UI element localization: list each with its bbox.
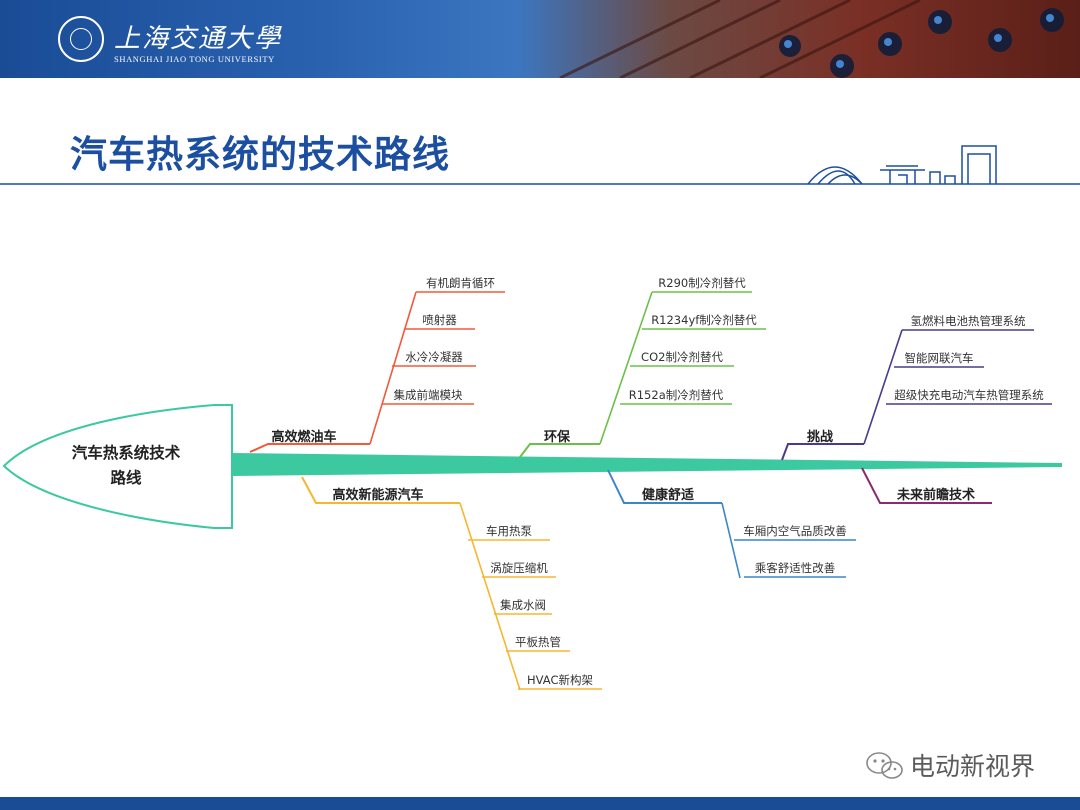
branch-connector <box>781 443 864 461</box>
branch-bone <box>459 502 521 691</box>
branch-bone <box>599 291 653 445</box>
university-seal-icon <box>58 16 104 62</box>
head-label-line2: 路线 <box>110 468 142 487</box>
watermark-text: 电动新视界 <box>910 752 1036 781</box>
branch-item: 乘客舒适性改善 <box>755 561 836 575</box>
branch-label: 未来前瞻技术 <box>896 487 975 503</box>
university-name-cn: 上海交通大學 <box>114 24 283 54</box>
branch-bone <box>863 329 903 445</box>
branch-label: 环保 <box>544 429 571 445</box>
branch-item: 喷射器 <box>422 313 457 327</box>
seal-inner-ring <box>70 28 92 50</box>
branch-label: 挑战 <box>807 429 833 445</box>
university-name-en: SHANGHAI JIAO TONG UNIVERSITY <box>114 54 275 64</box>
branch-item: 集成水阀 <box>500 598 546 612</box>
branch-connector <box>519 443 600 458</box>
footer-bar <box>0 797 1080 810</box>
branch-item: HVAC新构架 <box>527 673 593 687</box>
branch-item: CO2制冷剂替代 <box>641 350 723 364</box>
branch-connector <box>607 469 722 504</box>
branch-item: 涡旋压缩机 <box>490 561 548 575</box>
branch-item: 集成前端模块 <box>394 388 463 402</box>
branch-6: 未来前瞻技术 <box>861 467 992 504</box>
branch-item: R152a制冷剂替代 <box>629 388 724 402</box>
branch-item: 超级快充电动汽车热管理系统 <box>894 388 1044 402</box>
branch-item: 有机朗肯循环 <box>426 276 495 290</box>
building-eaves-decoration <box>559 0 1064 78</box>
branch-label: 健康舒适 <box>642 487 694 503</box>
branch-item: 智能网联汽车 <box>905 351 974 365</box>
branch-label: 高效新能源汽车 <box>332 487 423 503</box>
page-title: 汽车热系统的技术路线 <box>70 133 450 176</box>
header-banner: 上海交通大學 SHANGHAI JIAO TONG UNIVERSITY <box>0 0 1080 78</box>
branch-item: R1234yf制冷剂替代 <box>651 313 757 327</box>
campus-skyline-icon <box>807 145 997 185</box>
branch-item: 氢燃料电池热管理系统 <box>911 314 1026 328</box>
branch-bone <box>721 502 741 579</box>
diagram-spine <box>232 453 1062 476</box>
branch-connector <box>249 443 370 453</box>
branch-item: R290制冷剂替代 <box>658 276 746 290</box>
branch-connector <box>861 467 992 504</box>
diagram-head <box>2 404 233 529</box>
branch-3: 环保 R290制冷剂替代 R1234yf制冷剂替代 CO2制冷剂替代 R152a制冷剂替… <box>519 276 766 458</box>
branch-item: 水冷冷凝器 <box>405 350 463 364</box>
branch-item: 车厢内空气品质改善 <box>743 524 847 538</box>
wechat-icon <box>866 752 903 779</box>
branch-connector <box>301 476 460 504</box>
branch-bone <box>369 291 417 445</box>
branch-item: 车用热泵 <box>486 524 532 538</box>
head-label-line1: 汽车热系统技术 <box>72 443 181 462</box>
branch-item: 平板热管 <box>515 635 561 649</box>
branch-label: 高效燃油车 <box>271 429 336 445</box>
